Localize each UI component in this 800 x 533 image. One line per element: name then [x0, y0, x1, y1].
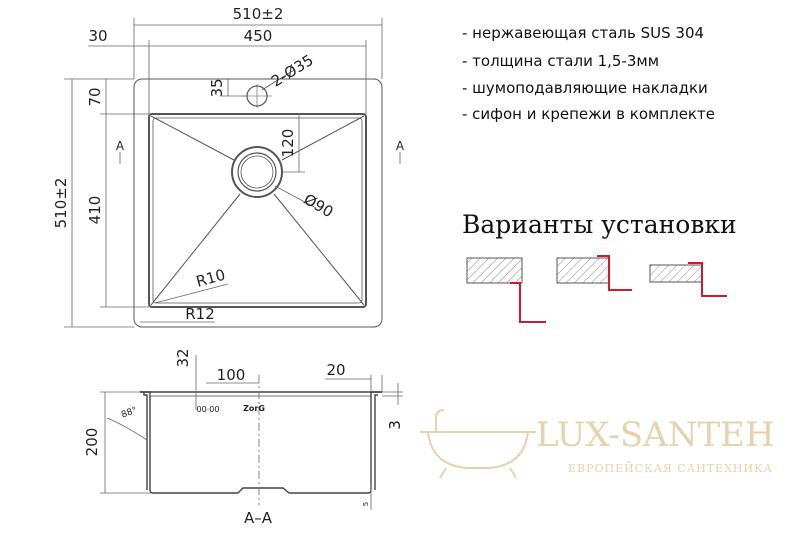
- dim-flange-20: 20: [326, 361, 345, 379]
- watermark-brand: LUX-SANTEH: [536, 415, 775, 455]
- install-variant-2: [557, 256, 632, 290]
- dim-outer-radius: R12: [185, 305, 215, 323]
- dim-bowl-width: 450: [244, 27, 273, 45]
- watermark-logo: LUX-SANTEH ЕВРОПЕЙСКАЯ САНТЕХНИКА: [420, 410, 775, 478]
- top-view: [134, 70, 382, 327]
- spec-material: - нержавеющая сталь SUS 304: [462, 24, 704, 42]
- dim-angle: 88°: [120, 406, 138, 421]
- dim-section-32: 32: [174, 348, 192, 367]
- dim-section-depth: 200: [83, 428, 101, 457]
- dim-drain-diameter: Ø90: [301, 190, 337, 221]
- section-label: A–A: [244, 509, 273, 527]
- overflow-mark: 00·00: [197, 405, 220, 414]
- section-marker-right: A: [396, 139, 405, 153]
- dim-drain-offset: 120: [279, 129, 297, 158]
- dim-overall-width: 510±2: [233, 5, 284, 23]
- spec-siphon: - сифон и крепежи в комплекте: [462, 105, 715, 123]
- dim-top-rim: 70: [86, 87, 104, 106]
- watermark-tagline: ЕВРОПЕЙСКАЯ САНТЕХНИКА: [568, 461, 773, 475]
- dim-overall-height: 510±2: [52, 178, 70, 229]
- logo-mark: ZorG: [243, 404, 265, 413]
- bathtub-icon: [420, 410, 536, 478]
- dim-inner-radius: R10: [194, 266, 227, 291]
- drain-outer: [232, 147, 282, 197]
- spec-noise-pads: - шумоподавляющие накладки: [462, 79, 708, 97]
- install-variant-3: [650, 263, 727, 296]
- dim-tap-hole-offset: 35: [208, 78, 226, 97]
- dim-bottom-5: 5: [362, 502, 370, 506]
- dim-tap-holes: 2-Ø35: [268, 51, 316, 91]
- install-variant-1: [467, 258, 546, 322]
- dim-bowl-height: 410: [86, 196, 104, 225]
- spec-thickness: - толщина стали 1,5-3мм: [462, 52, 659, 70]
- install-variants-title: Варианты установки: [462, 210, 737, 239]
- dim-rim-offset: 30: [88, 27, 107, 45]
- dim-section-100: 100: [217, 366, 246, 384]
- dim-flange-thickness: 3: [386, 420, 404, 430]
- outer-flange: [134, 79, 382, 327]
- section-marker-left: A: [116, 139, 125, 153]
